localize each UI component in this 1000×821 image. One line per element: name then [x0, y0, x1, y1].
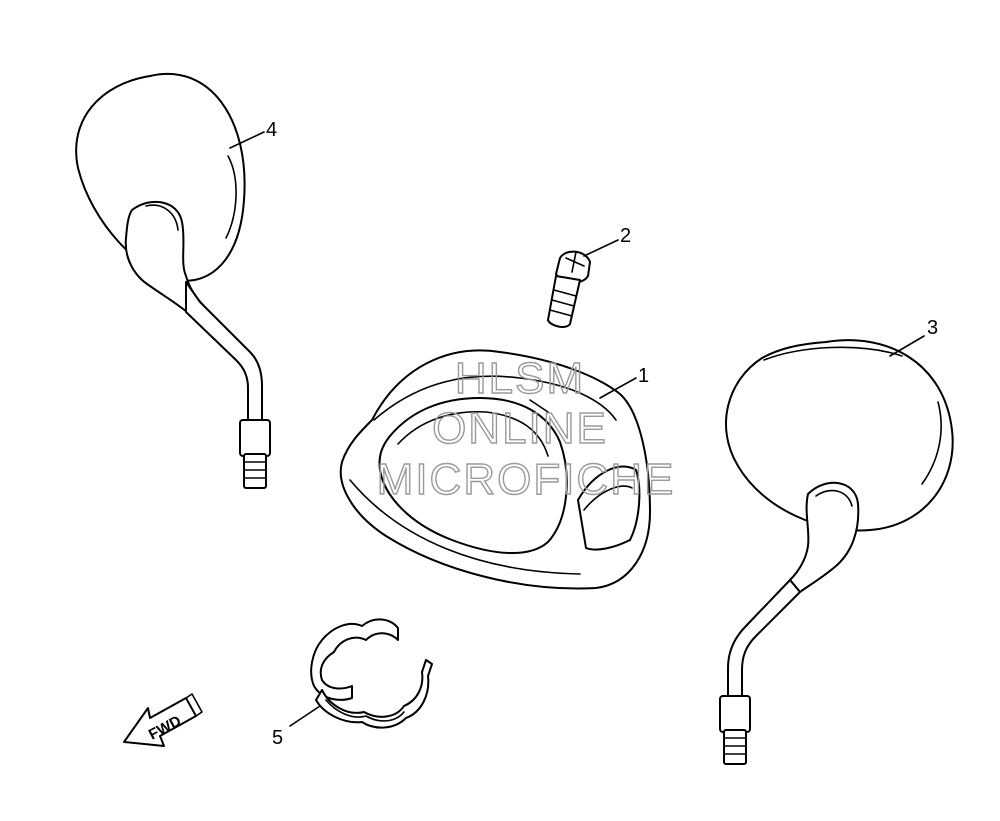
callout-4: 4: [266, 119, 277, 141]
watermark: HLSM ONLINE MICROFICHE: [376, 353, 676, 504]
forward-direction-arrow: FWD: [123, 693, 203, 747]
watermark-line-3: MICROFICHE: [377, 455, 676, 504]
right-mirror: [719, 335, 954, 765]
bolt: [547, 239, 619, 328]
callout-5: 5: [272, 727, 283, 749]
callout-3: 3: [927, 317, 938, 339]
meter-cover: [339, 349, 651, 590]
watermark-line-1: HLSM: [455, 354, 585, 403]
left-mirror: [75, 73, 271, 489]
watermark-line-2: ONLINE: [432, 404, 608, 453]
callout-2: 2: [620, 225, 631, 247]
clamp-band: [289, 618, 433, 729]
callout-1: 1: [638, 365, 649, 387]
